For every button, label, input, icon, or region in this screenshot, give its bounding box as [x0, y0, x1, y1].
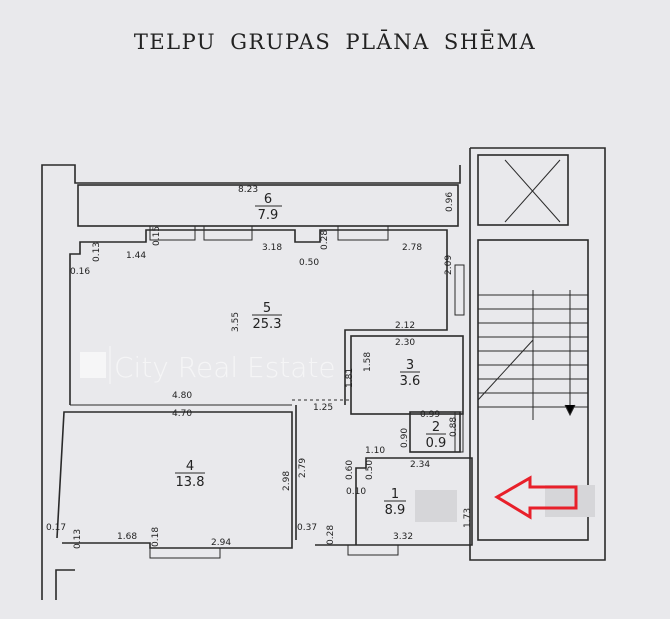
- room-2-area: 0.9: [426, 436, 447, 451]
- plan-title: TELPU GRUPAS PLĀNA SHĒMA: [133, 30, 537, 54]
- dimension-label: 0.16: [70, 267, 90, 277]
- dimension-label: 2.78: [402, 243, 422, 253]
- room-3-outline: [350, 335, 464, 415]
- walls: [41, 147, 606, 600]
- dimension-label: 0.17: [46, 523, 66, 533]
- dimension-label: 0.13: [92, 242, 102, 262]
- dimension-label: 2.34: [410, 460, 430, 470]
- dimension-label: 0.28: [326, 525, 336, 545]
- dimension-label: 4.70: [172, 409, 192, 419]
- dimension-label: 0.96: [445, 192, 455, 212]
- watermark: City Real Estate: [80, 346, 336, 384]
- dimension-label: 1.81: [345, 368, 355, 388]
- dimension-label: 0.15: [152, 226, 162, 246]
- dimension-label: 1.25: [313, 403, 333, 413]
- entrance-arrow-icon: [494, 475, 578, 520]
- dimension-label: 0.37: [297, 523, 317, 533]
- dimension-label: 8.23: [238, 185, 258, 195]
- room-5-area: 25.3: [253, 317, 282, 332]
- room-3-area: 3.6: [400, 374, 421, 389]
- dimension-label: 2.79: [298, 458, 308, 478]
- room-4-area: 13.8: [176, 475, 205, 490]
- dimension-label: 3.18: [262, 243, 282, 253]
- dimension-label: 0.28: [320, 230, 330, 250]
- dimension-label: 1.73: [463, 508, 473, 528]
- dimension-label: 2.98: [282, 471, 292, 491]
- dimension-label: 1.58: [363, 352, 373, 372]
- dimension-label: 0.13: [73, 529, 83, 549]
- dimension-label: 1.10: [365, 446, 385, 456]
- dimension-label: 0.50: [299, 258, 319, 268]
- dimension-label: 0.10: [346, 487, 366, 497]
- dimension-label: 3.55: [231, 312, 241, 332]
- room-6-number: 6: [264, 192, 272, 207]
- room-4-number: 4: [186, 459, 194, 474]
- watermark-text: City Real Estate: [114, 351, 336, 384]
- room-6-outline: [77, 184, 459, 227]
- dimension-label: 0.90: [400, 428, 410, 448]
- dimension-label: 2.94: [211, 538, 231, 548]
- room-2-number: 2: [432, 420, 440, 435]
- dimension-label: 2.30: [395, 338, 415, 348]
- dimension-label: 0.88: [449, 417, 459, 437]
- room-5-outline: [69, 229, 448, 405]
- room-labels: 6 7.9 5 25.3 3 3.6 2 0.9 4 13.8 1 8.9: [175, 192, 446, 518]
- dimension-label: 2.12: [395, 321, 415, 331]
- dimension-label: 2.09: [444, 255, 454, 275]
- room-3-number: 3: [406, 358, 414, 373]
- dimension-label: 4.80: [172, 391, 192, 401]
- room-1-outline: [315, 457, 473, 546]
- windows: [149, 225, 465, 559]
- dimension-label: 0.18: [151, 527, 161, 547]
- dimension-label: 0.99: [420, 410, 440, 420]
- room-5-number: 5: [263, 301, 271, 316]
- dimension-label: 0.50: [365, 460, 375, 480]
- dimension-label: 3.32: [393, 532, 413, 542]
- dimension-label: 1.68: [117, 532, 137, 542]
- room-1-number: 1: [391, 487, 399, 502]
- staircase: [477, 239, 589, 541]
- room-2-outline: [409, 411, 461, 453]
- room-1-area: 8.9: [385, 503, 406, 518]
- room-6-area: 7.9: [258, 208, 279, 223]
- dimension-label: 0.60: [345, 460, 355, 480]
- room-4-outline: [56, 411, 293, 549]
- dimension-label: 1.44: [126, 251, 146, 261]
